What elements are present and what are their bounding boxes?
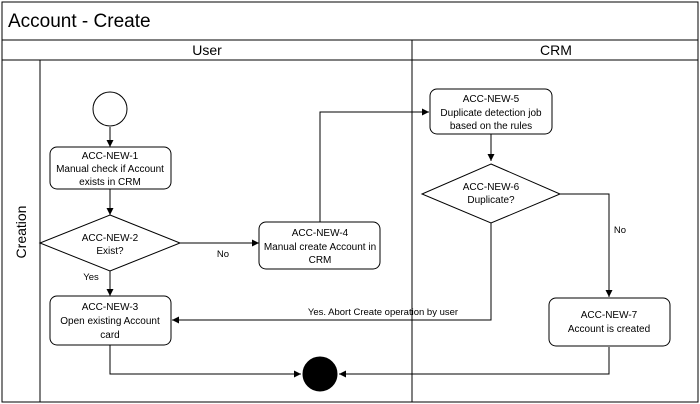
lane-crm-label: CRM [540,42,572,58]
node-acc-new-1: ACC-NEW-1 Manual check if Account exists… [49,146,172,190]
node-acc-new-4-id: ACC-NEW-4 [292,228,349,239]
node-acc-new-7-id: ACC-NEW-7 [581,310,638,321]
lane-user-label: User [192,42,222,58]
edge-label-no-duplicate: No [614,225,626,236]
edge-label-no-exist: No [217,249,229,260]
node-acc-new-6: ACC-NEW-6 Duplicate? [420,163,562,224]
node-acc-new-2-line-1: Exist? [96,246,124,257]
node-acc-new-5: ACC-NEW-5 Duplicate detection job based … [429,88,553,135]
node-acc-new-6-line-1: Duplicate? [467,195,515,206]
end-node [302,356,338,392]
start-node [92,91,128,127]
node-acc-new-7-line-1: Account is created [568,324,650,335]
node-acc-new-2: ACC-NEW-2 Exist? [38,214,182,272]
node-acc-new-3-line-1: Open existing Account [60,316,160,327]
node-acc-new-5-id: ACC-NEW-5 [463,94,520,105]
node-acc-new-5-line-2: based on the rules [450,121,532,132]
edge-label-yes-exist: Yes [83,272,99,283]
edge-n3-to-end [109,345,301,378]
node-acc-new-3-id: ACC-NEW-3 [82,302,139,313]
edge-n6-to-n3 [172,220,492,324]
edge-n7-to-end [339,347,610,378]
phase-label: Creation [13,206,29,259]
node-acc-new-1-line-1: Manual check if Account [56,164,164,175]
node-acc-new-2-id: ACC-NEW-2 [82,233,139,244]
diagram-title: Account - Create [8,11,151,32]
edge-label-yes-abort: Yes. Abort Create operation by user [308,307,458,318]
node-acc-new-1-line-2: exists in CRM [79,177,141,188]
node-acc-new-5-line-1: Duplicate detection job [440,108,542,119]
edge-n6-to-n7 [560,193,613,297]
node-acc-new-6-id: ACC-NEW-6 [463,182,520,193]
node-acc-new-4-line-1: Manual create Account in [264,242,376,253]
node-acc-new-4: ACC-NEW-4 Manual create Account in CRM [258,221,381,270]
node-acc-new-1-id: ACC-NEW-1 [82,151,139,162]
node-acc-new-7: ACC-NEW-7 Account is created [548,297,671,347]
node-acc-new-3: ACC-NEW-3 Open existing Account card [49,295,172,346]
node-acc-new-3-line-2: card [100,330,119,341]
edge-n4-to-n5 [319,108,429,222]
node-acc-new-4-line-2: CRM [309,255,332,266]
